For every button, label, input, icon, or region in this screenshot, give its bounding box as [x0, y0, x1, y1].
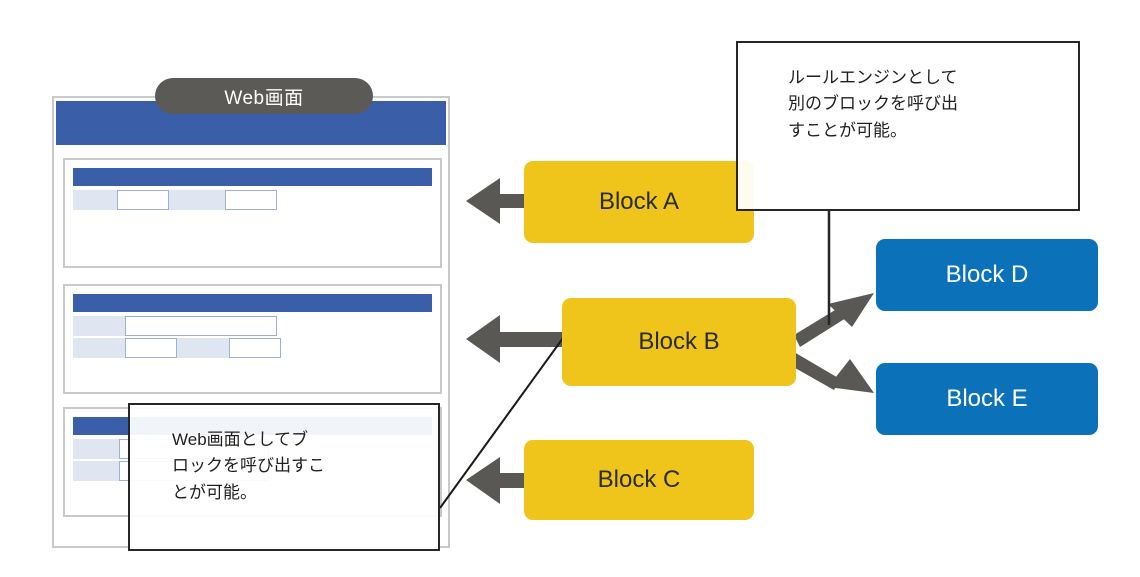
- block-e-label: Block E: [946, 385, 1028, 412]
- block-a[interactable]: Block A: [524, 161, 754, 243]
- block-c[interactable]: Block C: [524, 440, 754, 520]
- form-label-cell: [73, 461, 119, 481]
- form-input-field[interactable]: [117, 190, 169, 210]
- callout-web-screen: Web画面としてブ ロックを呼び出すこ とが可能。: [128, 403, 440, 551]
- block-b-label: Block B: [638, 328, 720, 355]
- form-input-field[interactable]: [125, 316, 277, 336]
- callout-rule-line-2: 別のブロックを呼び出: [788, 94, 958, 114]
- arrow-block-a-to-panel1: [466, 178, 530, 224]
- form-input-field[interactable]: [225, 190, 277, 210]
- block-d[interactable]: Block D: [876, 239, 1098, 311]
- form-label-cell: [73, 439, 119, 459]
- block-d-label: Block D: [945, 261, 1029, 288]
- panel-header-bar: [73, 168, 432, 186]
- web-screen-title-label: Web画面: [224, 87, 304, 109]
- arrow-block-b-to-block-d: [794, 293, 874, 347]
- block-b[interactable]: Block B: [562, 298, 796, 386]
- form-label-cell: [177, 338, 229, 358]
- form-label-cell: [73, 316, 125, 336]
- callout-rule-line-3: すことが可能。: [788, 120, 907, 140]
- web-screen-title-pill: Web画面: [155, 78, 373, 114]
- form-label-cell: [169, 190, 225, 210]
- callout-rule-engine: ルールエンジンとして 別のブロックを呼び出 すことが可能。: [736, 41, 1080, 211]
- block-a-label: Block A: [598, 188, 680, 215]
- web-form-panel-2: [63, 284, 442, 394]
- block-c-label: Block C: [597, 466, 681, 493]
- callout-rule-line-1: ルールエンジンとして: [788, 68, 958, 87]
- form-label-cell: [73, 190, 117, 210]
- arrow-block-c-to-panel3: [466, 457, 532, 504]
- callout-web-line-2: ロックを呼び出すこ: [172, 456, 325, 476]
- form-input-field[interactable]: [229, 338, 281, 358]
- form-input-field[interactable]: [125, 338, 177, 358]
- callout-web-line-3: とが可能。: [172, 482, 257, 502]
- form-label-cell: [73, 338, 125, 358]
- arrow-block-b-to-panel2: [466, 315, 570, 363]
- block-e[interactable]: Block E: [876, 363, 1098, 435]
- arrow-block-b-to-block-e: [788, 352, 874, 393]
- web-form-panel-1: [63, 158, 442, 268]
- panel-header-bar: [73, 294, 432, 312]
- callout-web-line-1: Web画面としてブ: [172, 430, 309, 449]
